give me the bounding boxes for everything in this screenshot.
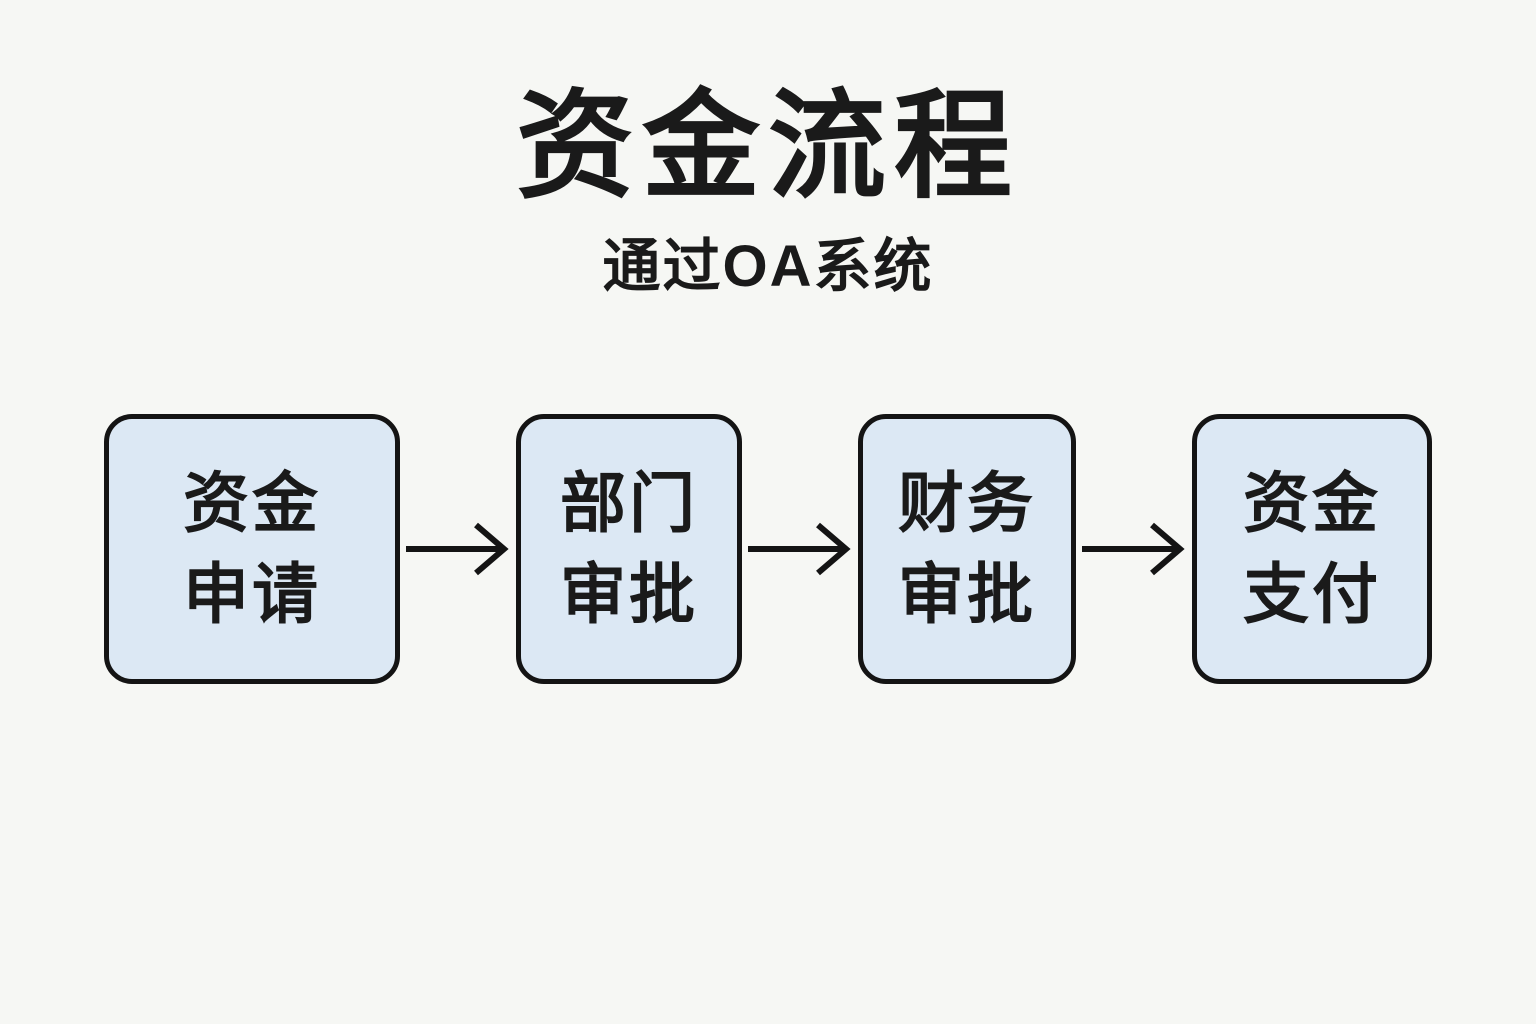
flow-step-department-approval: 部门 审批 xyxy=(516,414,742,684)
page-subtitle: 通过OA系统 xyxy=(602,234,934,299)
step-label-line: 资金 xyxy=(183,465,321,540)
step-label-line: 财务 xyxy=(898,465,1036,540)
arrow-right-icon xyxy=(1082,522,1185,576)
step-label-line: 审批 xyxy=(898,557,1036,631)
flow-step-fund-application: 资金 申请 xyxy=(104,414,400,684)
step-label-line: 部门 xyxy=(560,465,698,540)
step-label-line: 审批 xyxy=(560,557,698,631)
step-label-line: 资金 xyxy=(1243,465,1381,540)
flow-diagram: 资金 申请 部门 审批 财务 审批 资金 支付 xyxy=(0,414,1536,684)
page-title: 资金流程 xyxy=(515,81,1020,213)
step-label-line: 申请 xyxy=(183,557,321,631)
arrow-right-icon xyxy=(406,522,509,576)
arrow-right-icon xyxy=(748,522,851,576)
flow-step-fund-payment: 资金 支付 xyxy=(1192,414,1432,684)
step-label-line: 支付 xyxy=(1243,557,1381,631)
flow-step-finance-approval: 财务 审批 xyxy=(858,414,1076,684)
